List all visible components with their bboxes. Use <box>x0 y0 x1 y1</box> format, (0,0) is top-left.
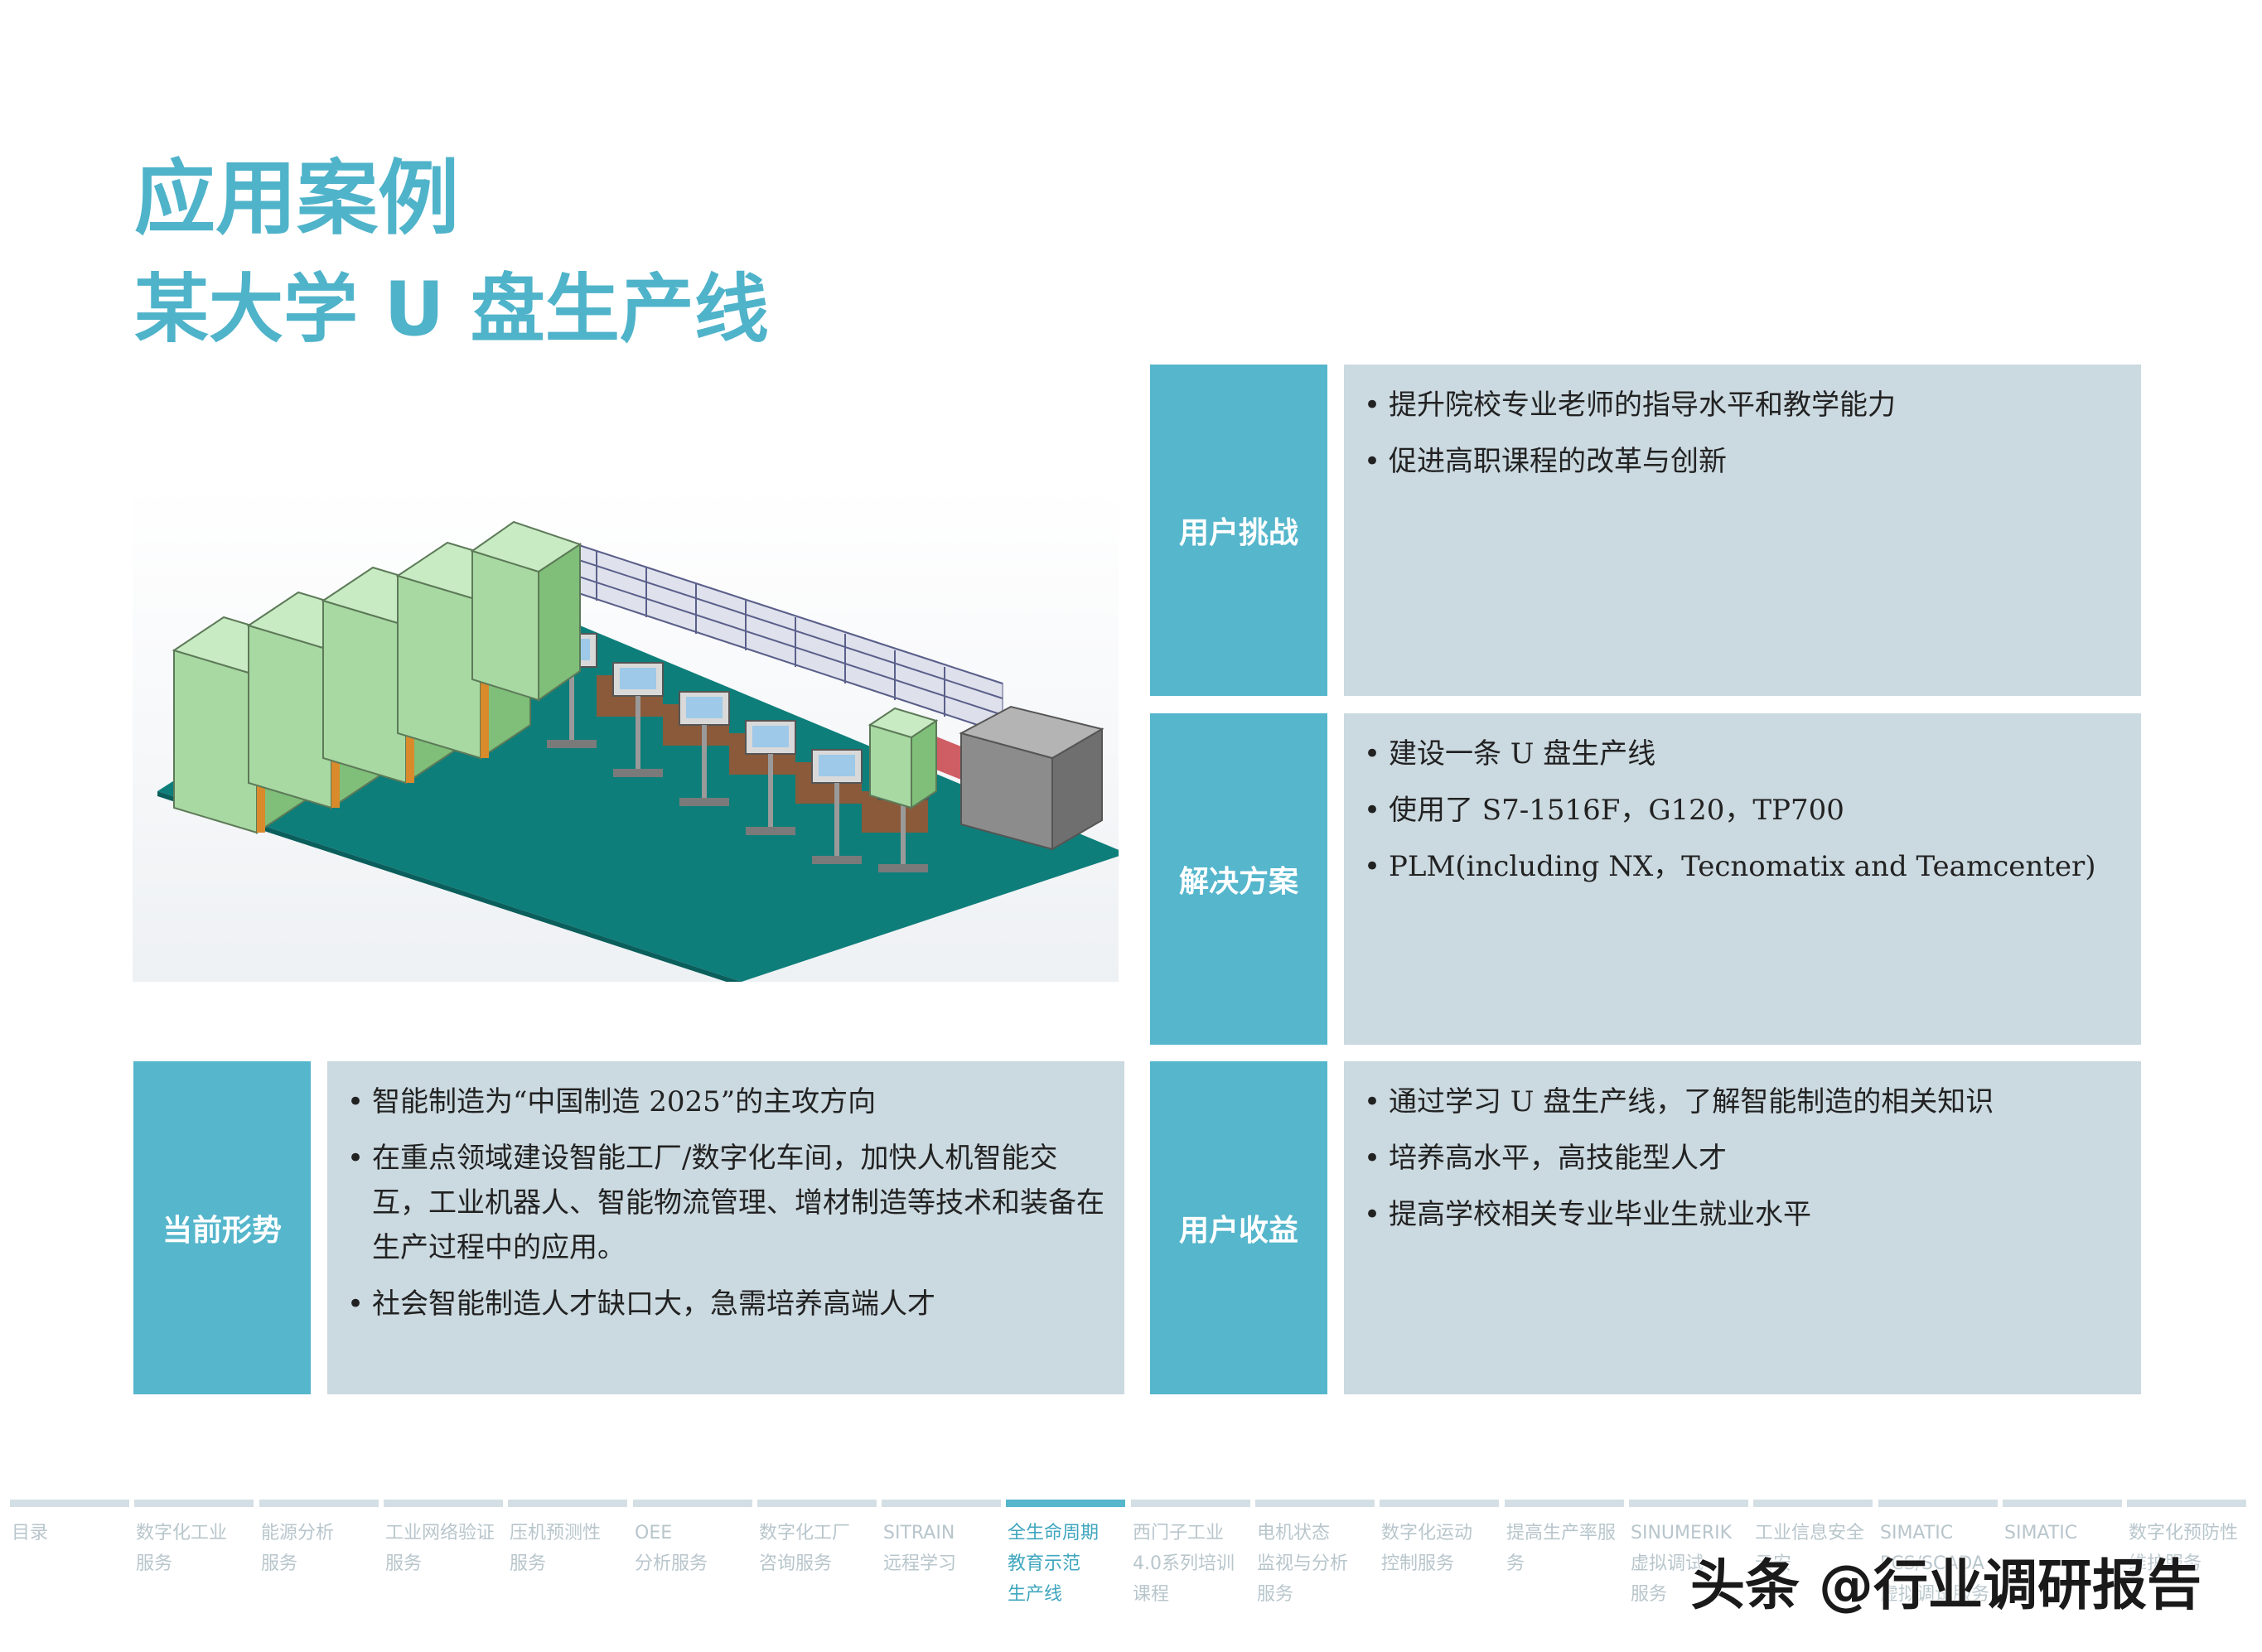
situation-item: 智能制造为“中国制造 2025”的主攻方向 <box>347 1080 1104 1124</box>
nav-item-bar <box>1629 1500 1748 1507</box>
bottom-nav: 目录 数字化工业 服务能源分析 服务工业网络验证 服务压机预测性 服务 OEE 分析… <box>10 1500 2252 1632</box>
nav-item[interactable]: 数字化运动 控制服务 <box>1380 1500 1504 1624</box>
nav-item[interactable]: SIMATIC ... <box>2003 1500 2127 1624</box>
nav-item-label: 工业网络验证 服务 <box>385 1523 495 1574</box>
nav-item-label: 西门子工业 4.0系列培训 课程 <box>1133 1523 1235 1605</box>
nav-item-bar <box>1753 1500 1873 1507</box>
page-subtitle: 某大学 U 盘生产线 <box>134 266 769 353</box>
nav-item[interactable]: 数字化工厂 咨询服务 <box>757 1500 882 1624</box>
nav-item-label: 提高生产率服 务 <box>1506 1523 1617 1574</box>
nav-item-label: SIMATIC ... <box>2004 1523 2078 1574</box>
nav-item-bar <box>633 1500 752 1507</box>
nav-item[interactable]: 压机预测性 服务 <box>508 1500 632 1624</box>
workstations <box>546 633 929 872</box>
production-line-render <box>133 485 1119 982</box>
nav-item-bar <box>134 1500 254 1507</box>
solution-label: 解决方案 <box>1150 713 1327 1045</box>
situation-label: 当前形势 <box>133 1061 311 1394</box>
nav-item-bar <box>10 1500 129 1507</box>
nav-item[interactable]: 数字化预防性 维护服务 <box>2127 1500 2251 1624</box>
challenge-item: 促进高职课程的改革与创新 <box>1364 439 2121 484</box>
nav-item-label: SINUMERIK 虚拟调试 服务 <box>1631 1523 1733 1605</box>
challenge-item: 提升院校专业老师的指导水平和教学能力 <box>1364 383 2121 427</box>
nav-item[interactable]: 工业信息安全 云安 <box>1753 1500 1878 1624</box>
nav-item[interactable]: 全生命周期 教育示范 生产线 <box>1006 1500 1130 1624</box>
nav-item-bar <box>1505 1500 1624 1507</box>
nav-item-bar <box>1255 1500 1375 1507</box>
nav-item[interactable]: SITRAIN 远程学习 <box>882 1500 1006 1624</box>
nav-item-label: 压机预测性 服务 <box>510 1523 602 1574</box>
nav-item-bar <box>1380 1500 1499 1507</box>
benefit-item: 通过学习 U 盘生产线，了解智能制造的相关知识 <box>1364 1080 2121 1124</box>
challenge-label: 用户挑战 <box>1150 365 1327 696</box>
situation-item: 社会智能制造人才缺口大，急需培养高端人才 <box>347 1282 1104 1326</box>
nav-item-bar <box>384 1500 503 1507</box>
nav-item[interactable]: 数字化工业 服务 <box>134 1500 259 1624</box>
nav-item-label: 目录 <box>12 1523 49 1543</box>
nav-item[interactable]: 工业网络验证 服务 <box>384 1500 508 1624</box>
nav-item-bar <box>259 1500 379 1507</box>
nav-item-bar <box>882 1500 1001 1507</box>
nav-item-label: 全生命周期 教育示范 生产线 <box>1008 1523 1100 1605</box>
nav-item-label: 数字化工业 服务 <box>136 1523 228 1574</box>
rack-rows <box>550 534 1003 735</box>
nav-item-label: 数字化预防性 维护服务 <box>2129 1523 2239 1574</box>
nav-item-bar <box>757 1500 877 1507</box>
benefit-item: 提高学校相关专业毕业生就业水平 <box>1364 1192 2121 1237</box>
nav-item[interactable]: OEE 分析服务 <box>633 1500 757 1624</box>
nav-item[interactable]: 提高生产率服 务 <box>1505 1500 1629 1624</box>
nav-item[interactable]: 目录 <box>10 1500 134 1624</box>
nav-item-bar <box>1131 1500 1250 1507</box>
solution-item: 建设一条 U 盘生产线 <box>1364 732 2121 776</box>
solution-item: 使用了 S7-1516F，G120，TP700 <box>1364 788 2121 833</box>
watermark-text: 头条 @行业调研报告 <box>1690 1553 2202 1617</box>
grey-machine <box>959 705 1104 851</box>
page-title: 应用案例 <box>134 152 460 246</box>
solution-content: 建设一条 U 盘生产线 使用了 S7-1516F，G120，TP700 PLM(… <box>1344 713 2141 1045</box>
nav-item[interactable]: SINUMERIK 虚拟调试 服务 <box>1629 1500 1753 1624</box>
nav-item-bar <box>2127 1500 2246 1507</box>
situation-content: 智能制造为“中国制造 2025”的主攻方向 在重点领域建设智能工厂/数字化车间，… <box>327 1061 1124 1394</box>
nav-item[interactable]: 能源分析 服务 <box>259 1500 384 1624</box>
benefit-label: 用户收益 <box>1150 1061 1327 1394</box>
benefit-item: 培养高水平，高技能型人才 <box>1364 1136 2121 1181</box>
nav-item-label: SITRAIN 远程学习 <box>883 1523 957 1574</box>
solution-item: PLM(including NX，Tecnomatix and Teamcent… <box>1364 844 2121 889</box>
nav-item-bar <box>2003 1500 2122 1507</box>
nav-item-bar <box>1878 1500 1998 1507</box>
situation-item: 在重点领域建设智能工厂/数字化车间，加快人机智能交互，工业机器人、智能物流管理、… <box>347 1136 1104 1270</box>
nav-item[interactable]: 西门子工业 4.0系列培训 课程 <box>1131 1500 1255 1624</box>
nav-item-label: SIMATIC PCS/SCADA 虚拟调试服务 <box>1880 1523 1990 1605</box>
nav-item[interactable]: SIMATIC PCS/SCADA 虚拟调试服务 <box>1878 1500 2003 1624</box>
nav-item-label: OEE 分析服务 <box>635 1523 708 1574</box>
control-cabinets <box>172 520 582 834</box>
nav-item-label: 能源分析 服务 <box>261 1523 335 1574</box>
challenge-content: 提升院校专业老师的指导水平和教学能力 促进高职课程的改革与创新 <box>1344 365 2141 696</box>
production-line-illustration <box>133 485 1119 982</box>
nav-item-bar <box>1006 1500 1125 1507</box>
nav-item-bar <box>508 1500 627 1507</box>
nav-item-label: 工业信息安全 云安 <box>1755 1523 1865 1574</box>
nav-item-label: 数字化工厂 咨询服务 <box>759 1523 851 1574</box>
nav-item[interactable]: 电机状态 监视与分析 服务 <box>1255 1500 1380 1624</box>
benefit-content: 通过学习 U 盘生产线，了解智能制造的相关知识 培养高水平，高技能型人才 提高学… <box>1344 1061 2141 1394</box>
nav-item-label: 数字化运动 控制服务 <box>1381 1523 1473 1574</box>
nav-item-label: 电机状态 监视与分析 服务 <box>1257 1523 1349 1605</box>
